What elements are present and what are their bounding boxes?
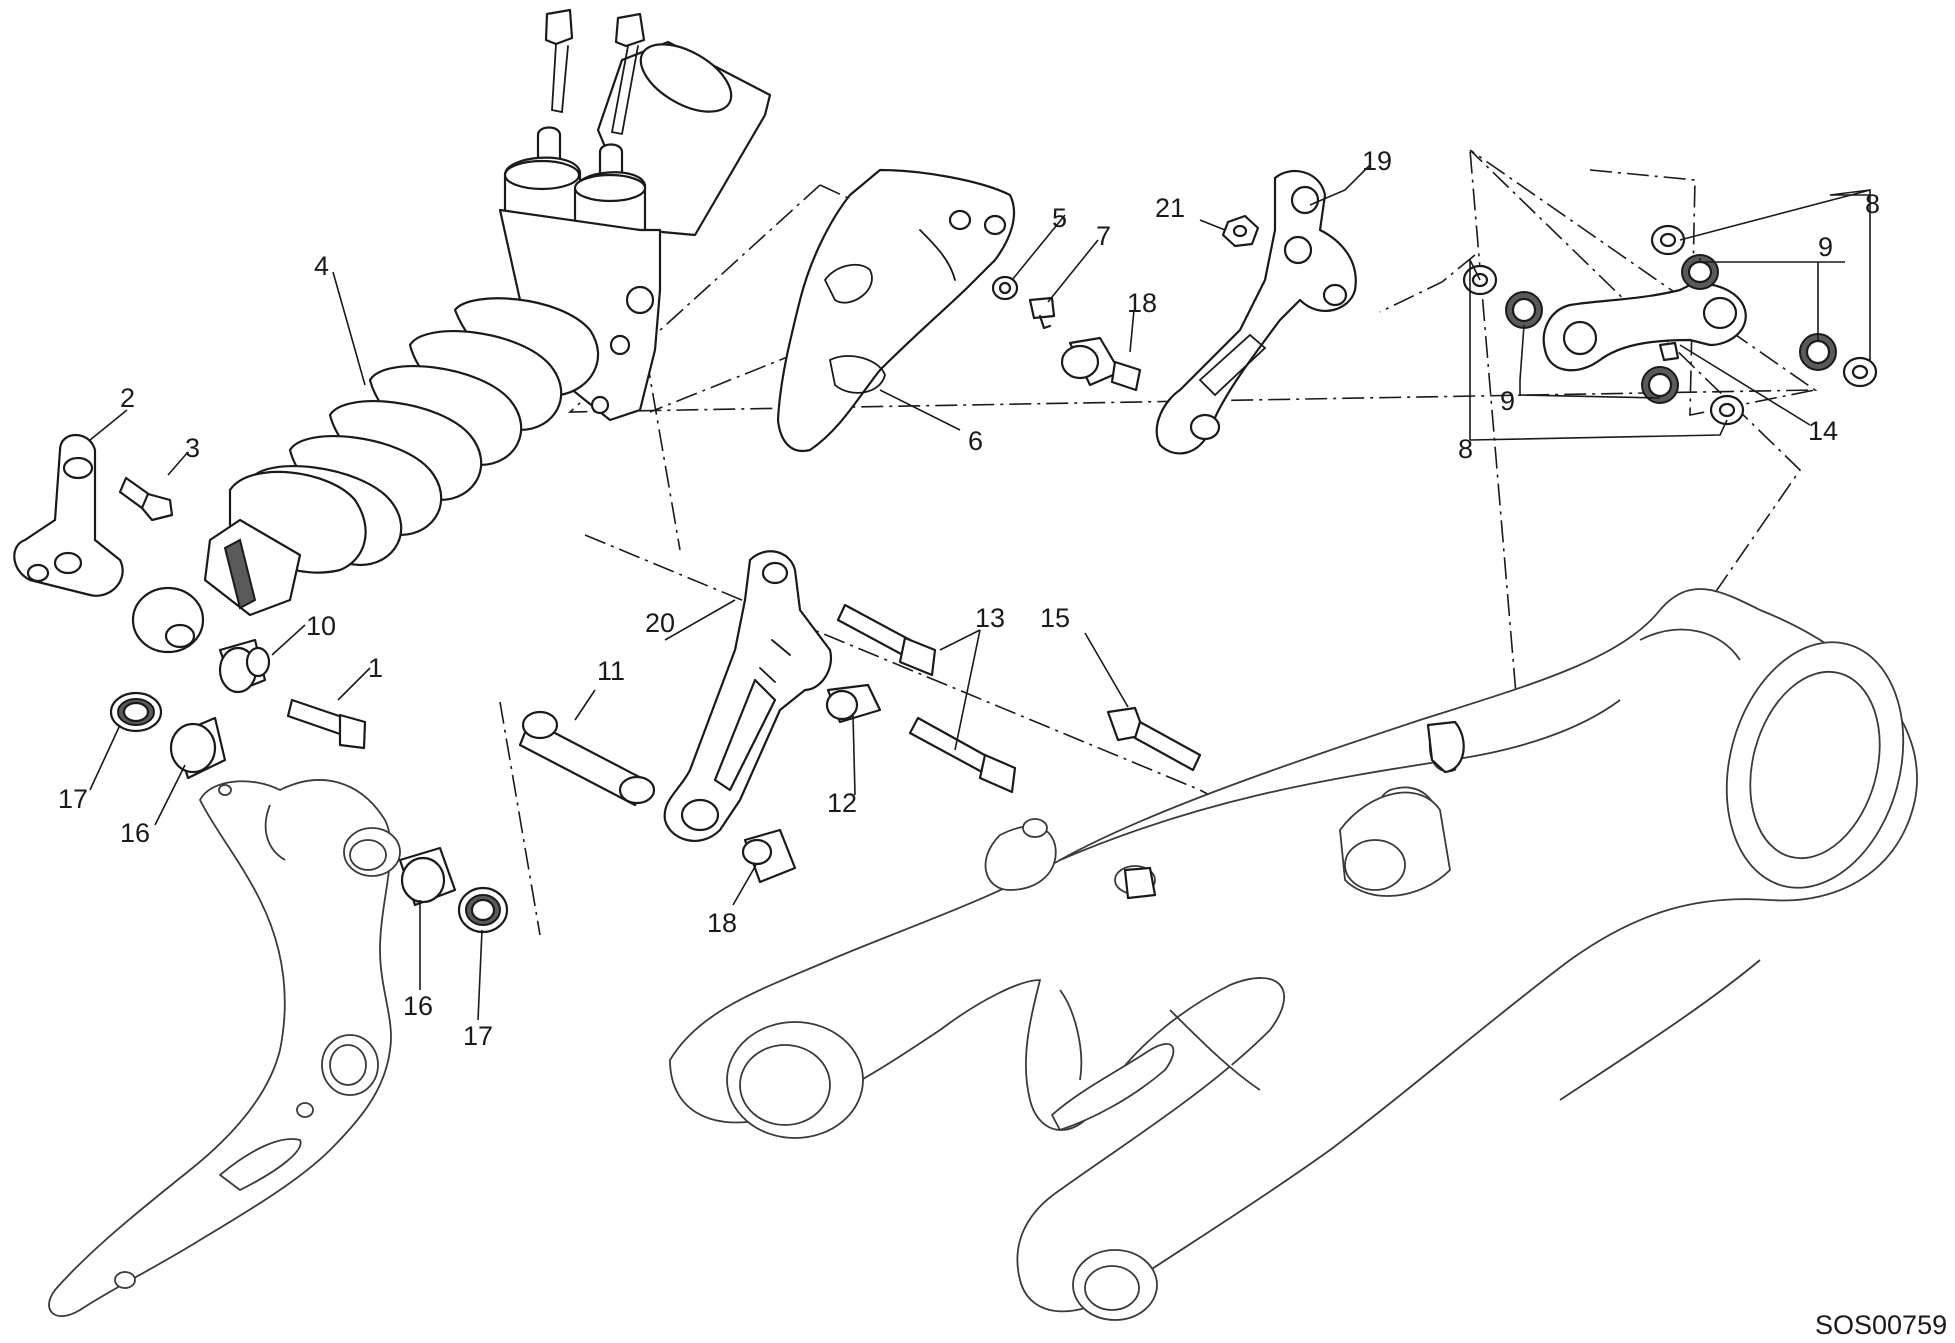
bolt-1 bbox=[286, 698, 367, 750]
callout-9-top: 9 bbox=[1818, 232, 1833, 262]
callout-21: 21 bbox=[1155, 193, 1185, 223]
footrest-bracket bbox=[48, 779, 401, 1317]
leader-lines bbox=[89, 164, 1871, 1021]
callout-14: 14 bbox=[1808, 416, 1838, 446]
cable-clip bbox=[1426, 720, 1465, 774]
shock-absorber bbox=[131, 8, 772, 654]
callout-7: 7 bbox=[1096, 221, 1111, 251]
linkage-rod-2 bbox=[13, 434, 124, 597]
callout-9-bottom: 9 bbox=[1500, 386, 1515, 416]
callout-16-left: 16 bbox=[120, 818, 150, 848]
callout-5: 5 bbox=[1052, 203, 1067, 233]
screw-7 bbox=[1028, 296, 1056, 330]
drawing-code: SOS00759 bbox=[1815, 1310, 1947, 1340]
spacer-11 bbox=[518, 710, 656, 807]
bolt-15 bbox=[1106, 706, 1202, 772]
bushing-16-left bbox=[169, 716, 227, 780]
callout-4: 4 bbox=[314, 251, 329, 281]
callout-20: 20 bbox=[645, 608, 675, 638]
linkage-arm-19 bbox=[1155, 169, 1357, 455]
washer-5 bbox=[991, 275, 1019, 301]
bolts-13 bbox=[836, 603, 1017, 794]
callout-3: 3 bbox=[185, 433, 200, 463]
callout-17-left: 17 bbox=[58, 784, 88, 814]
callout-18-lower: 18 bbox=[707, 908, 737, 938]
callout-10: 10 bbox=[306, 611, 336, 641]
callout-6: 6 bbox=[968, 426, 983, 456]
callout-13: 13 bbox=[975, 603, 1005, 633]
callout-12: 12 bbox=[827, 788, 857, 818]
callout-8-top: 8 bbox=[1865, 189, 1880, 219]
tie-rod-14 bbox=[1542, 282, 1747, 372]
rocker-plate-20 bbox=[663, 550, 833, 842]
callout-2: 2 bbox=[120, 383, 135, 413]
callout-8-bottom: 8 bbox=[1458, 434, 1473, 464]
callout-15: 15 bbox=[1040, 603, 1070, 633]
bushing-16-right bbox=[398, 846, 457, 907]
seal-17-left bbox=[109, 691, 163, 733]
callout-16-right: 16 bbox=[403, 991, 433, 1021]
callout-18-upper: 18 bbox=[1127, 288, 1157, 318]
callout-19: 19 bbox=[1362, 146, 1392, 176]
callout-17-right: 17 bbox=[463, 1021, 493, 1051]
callout-labels: 1 2 3 4 5 6 7 8 8 9 9 10 11 12 13 14 15 … bbox=[58, 146, 1880, 1051]
washers-8-9 bbox=[1462, 224, 1878, 426]
screw-3 bbox=[118, 476, 174, 522]
seal-17-right bbox=[457, 886, 509, 934]
callout-1: 1 bbox=[368, 653, 383, 683]
bushing-12 bbox=[825, 683, 882, 724]
nut-21 bbox=[1221, 214, 1260, 248]
swingarm bbox=[669, 588, 1918, 1321]
rubber-grommet bbox=[1123, 866, 1157, 900]
heel-guard-6 bbox=[776, 168, 1015, 453]
callout-11: 11 bbox=[597, 656, 625, 686]
bushing-10 bbox=[218, 638, 271, 694]
bolt-18-upper bbox=[1060, 336, 1142, 392]
